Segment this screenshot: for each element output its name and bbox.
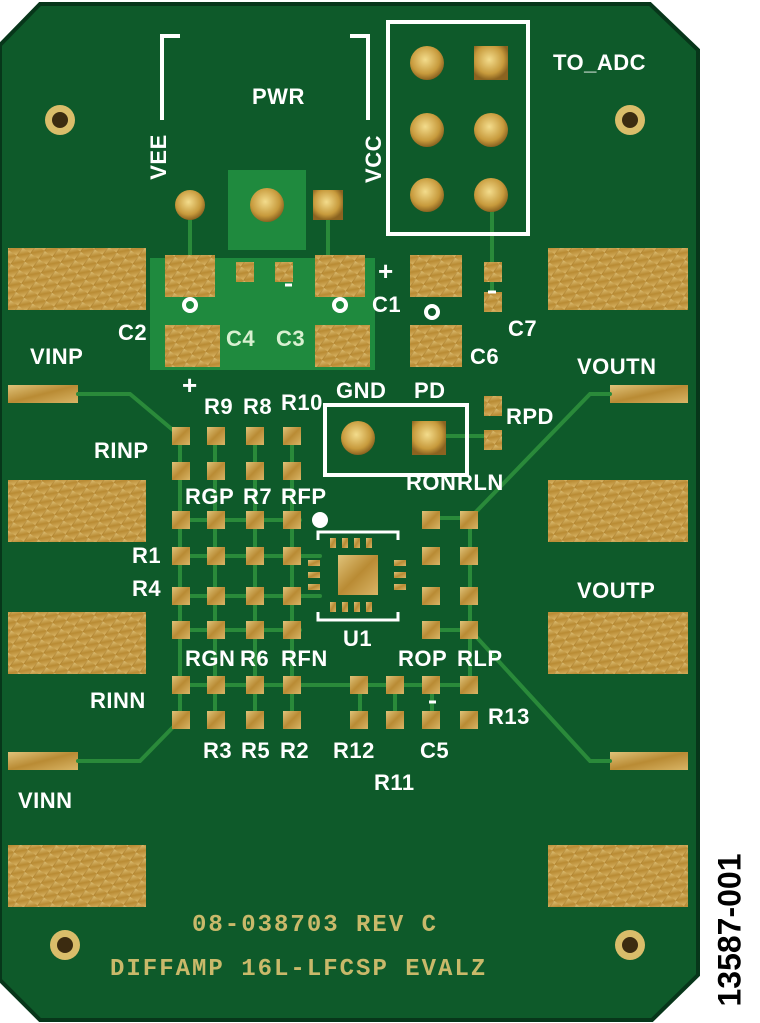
mounting-holes [45, 105, 645, 960]
figure-id-container: 13587-001 [700, 840, 760, 1020]
board-part-number: 08-038703 REV C [192, 912, 439, 939]
gnd-pd-header-outline [323, 403, 469, 477]
label-r3: R3 [203, 738, 233, 763]
figure-id: 13587-001 [711, 853, 748, 1007]
signal-stub-pads [8, 385, 688, 770]
board-product-name: DIFFAMP 16L-LFCSP EVALZ [110, 956, 488, 983]
label-rfn: RFN [281, 646, 328, 671]
label-ron: RON [406, 470, 457, 495]
label-to-adc: TO_ADC [553, 50, 647, 75]
gnd-pd-header-pins [341, 421, 446, 455]
label-rinn: RINN [90, 688, 146, 713]
power-capacitor-pads [165, 255, 502, 450]
label-r7: R7 [243, 484, 273, 509]
label-rln: RLN [457, 470, 504, 495]
pwr-header-bracket [160, 34, 370, 120]
silk-dashes [285, 283, 496, 704]
polarity-circles [182, 297, 440, 320]
label-rop: ROP [398, 646, 448, 671]
label-rinp: RINP [94, 438, 149, 463]
label-r6: R6 [240, 646, 270, 671]
label-voutp: VOUTP [577, 578, 656, 603]
label-rgn: RGN [185, 646, 236, 671]
label-rgp: RGP [185, 484, 235, 509]
sma-edge-pads [8, 248, 688, 907]
label-c4: C4 [226, 326, 256, 351]
to-adc-header-pins [410, 46, 508, 212]
label-r10: R10 [281, 390, 323, 415]
label-c6: C6 [470, 344, 500, 369]
label-vinn: VINN [18, 788, 73, 813]
label-r1: R1 [132, 543, 162, 568]
label-pd: PD [414, 378, 446, 403]
label-plus-c2: + [182, 370, 198, 400]
label-r12: R12 [333, 738, 375, 763]
label-vcc: VCC [360, 135, 386, 183]
label-r11: R11 [374, 770, 415, 795]
label-r2: R2 [280, 738, 310, 763]
label-c3: C3 [276, 326, 306, 351]
label-rlp: RLP [457, 646, 503, 671]
label-r9: R9 [204, 394, 234, 419]
u1-lfcsp-footprint [308, 512, 406, 622]
label-plus-c1: + [378, 256, 394, 286]
to-adc-header-outline [386, 20, 530, 236]
label-pwr: PWR [252, 84, 305, 109]
label-c5: C5 [420, 738, 450, 763]
label-r13: R13 [488, 704, 530, 729]
label-r8: R8 [243, 394, 273, 419]
label-rpd: RPD [506, 404, 554, 429]
label-vinp: VINP [30, 344, 84, 369]
pcb-board [0, 2, 700, 1022]
label-voutn: VOUTN [577, 354, 657, 379]
label-vee: VEE [145, 134, 171, 180]
label-gnd: GND [336, 378, 387, 403]
label-r4: R4 [132, 576, 162, 601]
label-c1: C1 [372, 292, 402, 317]
label-c7: C7 [508, 316, 538, 341]
label-c2: C2 [118, 320, 148, 345]
label-rfp: RFP [281, 484, 327, 509]
resistor-pad-array [172, 427, 478, 729]
label-r5: R5 [241, 738, 271, 763]
label-u1: U1 [343, 626, 373, 651]
pwr-header-pins [175, 188, 343, 222]
